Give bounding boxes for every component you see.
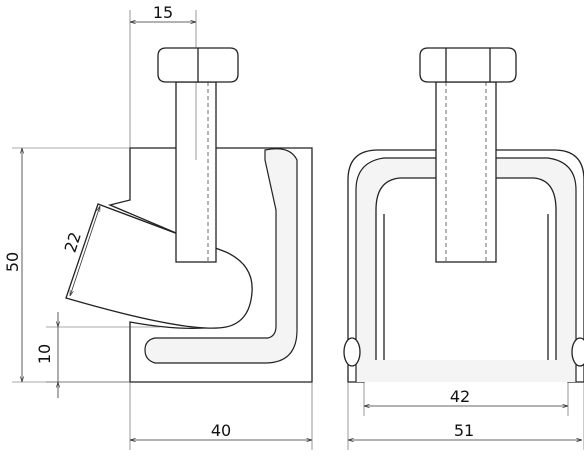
dim-label-15: 15 bbox=[153, 3, 173, 22]
left-ear bbox=[343, 337, 361, 367]
hook-outline bbox=[144, 148, 298, 364]
front-bolt-shaft bbox=[435, 81, 497, 263]
dim-line-22 bbox=[69, 206, 101, 296]
dim-label-42: 42 bbox=[450, 387, 470, 406]
slot bbox=[65, 203, 253, 329]
dim-label-10: 10 bbox=[35, 344, 54, 364]
right-ear bbox=[571, 337, 584, 367]
dim-label-50: 50 bbox=[3, 252, 22, 272]
dim-label-40: 40 bbox=[211, 421, 231, 440]
dim-label-51: 51 bbox=[454, 421, 474, 440]
front-bolt-head bbox=[419, 47, 517, 83]
front-view: 42 51 bbox=[343, 47, 584, 450]
side-view: 15 50 22 10 40 bbox=[3, 3, 313, 450]
